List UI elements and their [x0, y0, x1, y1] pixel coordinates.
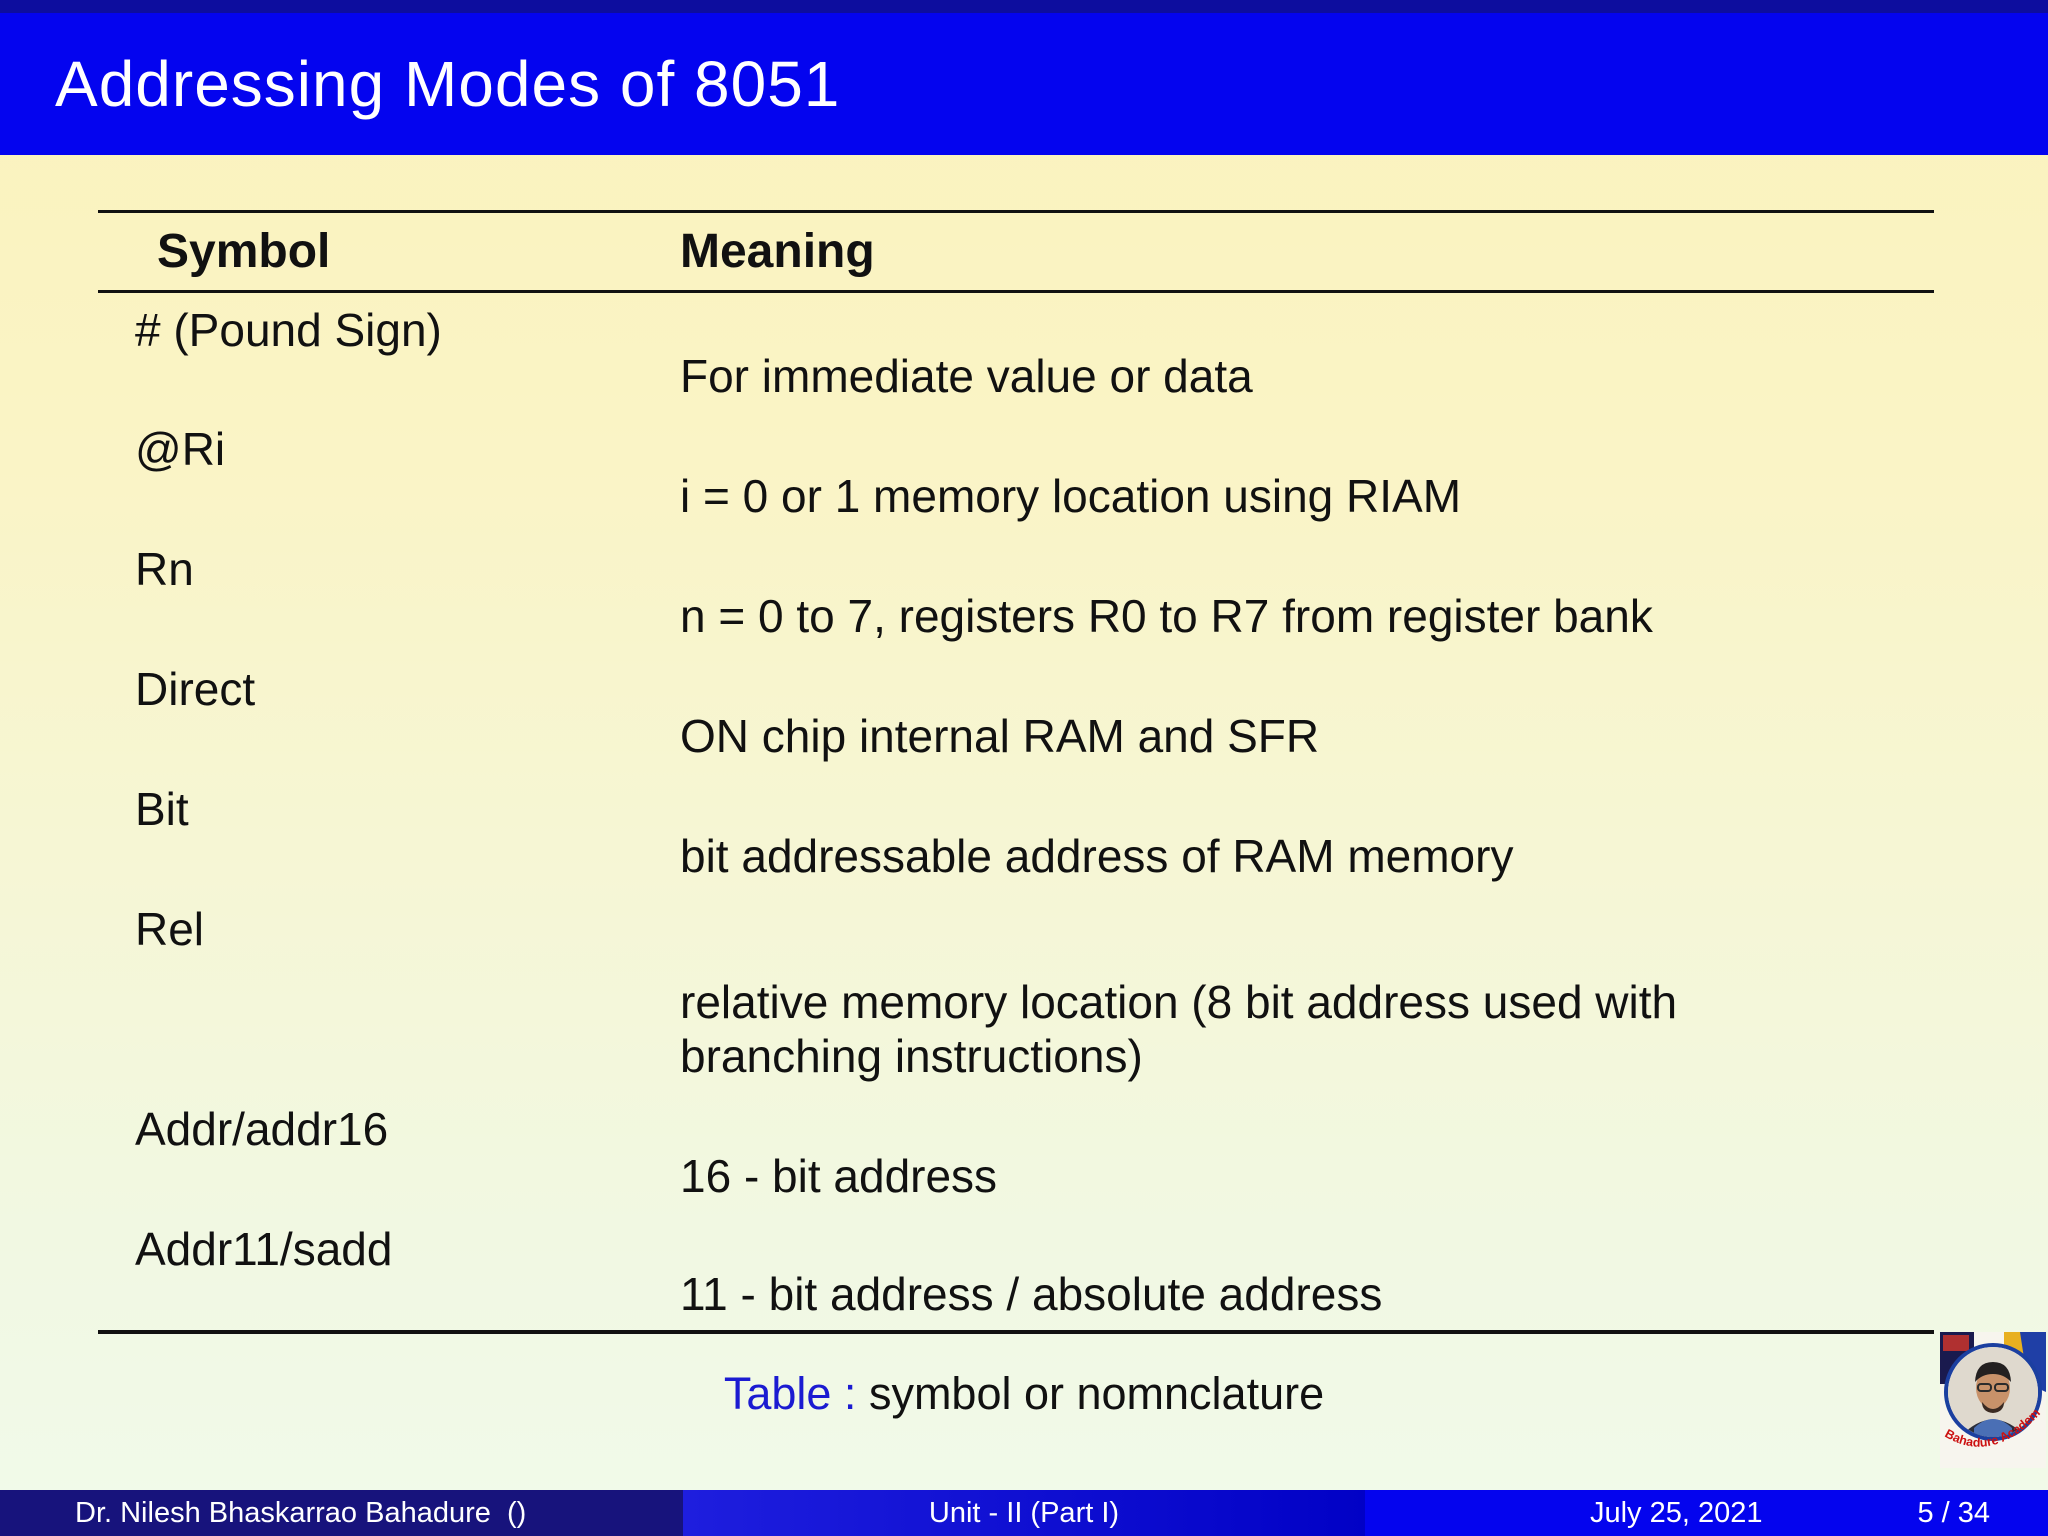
symbol-cell: Direct [135, 662, 256, 715]
footer-author: Dr. Nilesh Bhaskarrao Bahadure () [0, 1490, 683, 1536]
symbol-cell: Addr/addr16 [135, 1102, 389, 1155]
symbol-cell: Bit [135, 782, 189, 835]
meaning-cell: 16 - bit address [678, 1092, 1934, 1212]
meaning-cell: ON chip internal RAM and SFR [678, 652, 1934, 772]
meaning-text: 16 - bit address [680, 1150, 998, 1203]
table-row: Rel relative memory location (8 bit addr… [98, 892, 1934, 1092]
meaning-text: bit addressable address of RAM memory [680, 830, 1514, 883]
table-caption-text: symbol or nomnclature [856, 1368, 1325, 1419]
meaning-text: n = 0 to 7, registers R0 to R7 from regi… [680, 590, 1653, 643]
table-row: # (Pound Sign) For immediate value or da… [98, 292, 1934, 412]
logo-deco-red [1943, 1335, 1969, 1351]
meaning-text: i = 0 or 1 memory location using RIAM [680, 470, 1462, 523]
footer-bar: Dr. Nilesh Bhaskarrao Bahadure () Unit -… [0, 1490, 2048, 1536]
table-row: Addr/addr16 16 - bit address [98, 1092, 1934, 1212]
table-row: Addr11/sadd 11 - bit address / absolute … [98, 1211, 1934, 1334]
symbol-cell: @Ri [135, 422, 226, 475]
meaning-cell: bit addressable address of RAM memory [678, 772, 1934, 892]
slide-title: Addressing Modes of 8051 [55, 48, 841, 120]
footer-unit: Unit - II (Part I) [683, 1490, 1365, 1536]
symbol-cell: # (Pound Sign) [135, 304, 442, 356]
column-header-meaning: Meaning [678, 211, 1934, 293]
footer-page-number: 5 / 34 [1917, 1496, 1990, 1529]
meaning-cell: For immediate value or data [678, 292, 1934, 412]
table-row: Direct ON chip internal RAM and SFR [98, 652, 1934, 772]
table-caption: Table : symbol or nomnclature [0, 1368, 2048, 1420]
meaning-cell: n = 0 to 7, registers R0 to R7 from regi… [678, 532, 1934, 652]
symbol-cell: Addr11/sadd [98, 1211, 678, 1334]
table-row: Rn n = 0 to 7, registers R0 to R7 from r… [98, 532, 1934, 652]
academy-logo: Bahadure Academy of Learning [1940, 1332, 2046, 1468]
meaning-cell: relative memory location (8 bit address … [678, 892, 1934, 1092]
header-top-strip [0, 0, 2048, 13]
meaning-text: 11 - bit address / absolute address [680, 1268, 1383, 1321]
meaning-cell: 11 - bit address / absolute address [678, 1211, 1934, 1334]
symbol-table: Symbol Meaning # (Pound Sign) For immedi… [98, 210, 1934, 1334]
table-row: @Ri i = 0 or 1 memory location using RIA… [98, 412, 1934, 532]
meaning-cell: i = 0 or 1 memory location using RIAM [678, 412, 1934, 532]
table-caption-label: Table : [723, 1368, 857, 1419]
symbol-cell: Rn [135, 542, 194, 595]
logo-portrait [1948, 1347, 2038, 1437]
footer-date: July 25, 2021 [1589, 1496, 1763, 1529]
table-row: Bit bit addressable address of RAM memor… [98, 772, 1934, 892]
symbol-cell: Rel [135, 902, 205, 955]
column-header-symbol: Symbol [98, 211, 678, 293]
meaning-text: relative memory location (8 bit address … [680, 975, 1678, 1083]
title-bar: Addressing Modes of 8051 [0, 13, 2048, 155]
footer-right: July 25, 2021 5 / 34 [1365, 1490, 2048, 1536]
meaning-text: For immediate value or data [680, 350, 1253, 403]
table-header-row: Symbol Meaning [98, 211, 1934, 293]
symbol-table-wrap: Symbol Meaning # (Pound Sign) For immedi… [98, 210, 1934, 1334]
meaning-text: ON chip internal RAM and SFR [680, 710, 1320, 763]
